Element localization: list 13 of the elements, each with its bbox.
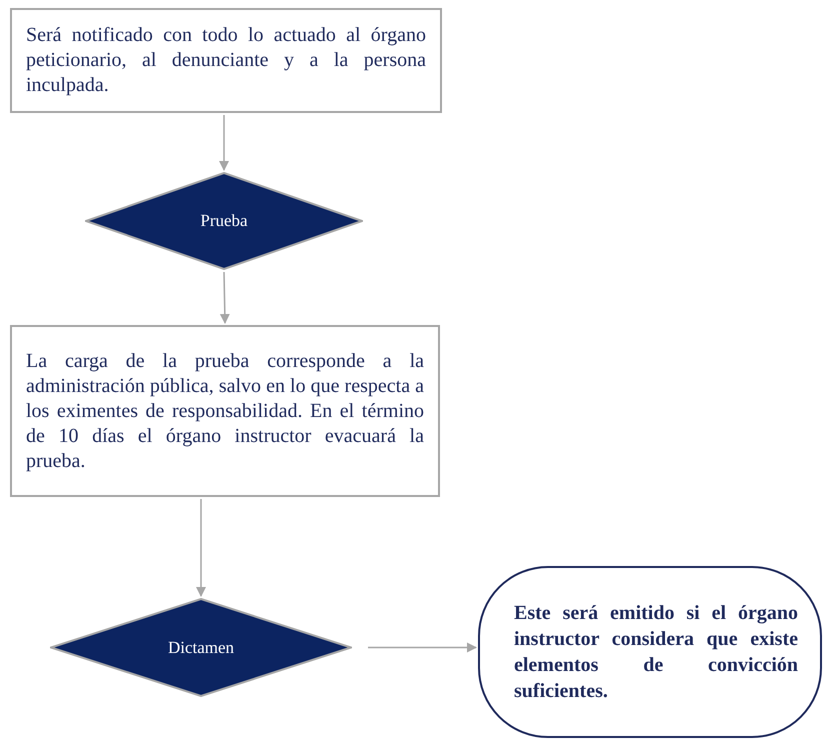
node-text: Será notificado con todo lo actuado al órgano peticionario, al denunciante y a la persona inculpada.: [26, 23, 426, 98]
node-text: Dictamen: [168, 638, 234, 658]
process-box: [10, 325, 440, 497]
process-box: [10, 8, 442, 113]
decision-diamond: [85, 172, 363, 270]
node-text: La carga de la prueba corresponde a la administración pública, salvo en lo que respecta a los eximentes de responsabilidad. En el término de 10 días el órgano instructor evacuará la prueba.: [26, 348, 424, 474]
node-text: Este será emitido si el órgano instructor considera que existe elementos de convicción suficientes.: [514, 601, 798, 704]
arrow: [368, 642, 477, 652]
arrow: [220, 272, 230, 324]
arrow: [219, 115, 229, 171]
arrow: [196, 499, 206, 597]
decision-diamond: [50, 598, 352, 697]
node-text: Prueba: [200, 211, 248, 231]
